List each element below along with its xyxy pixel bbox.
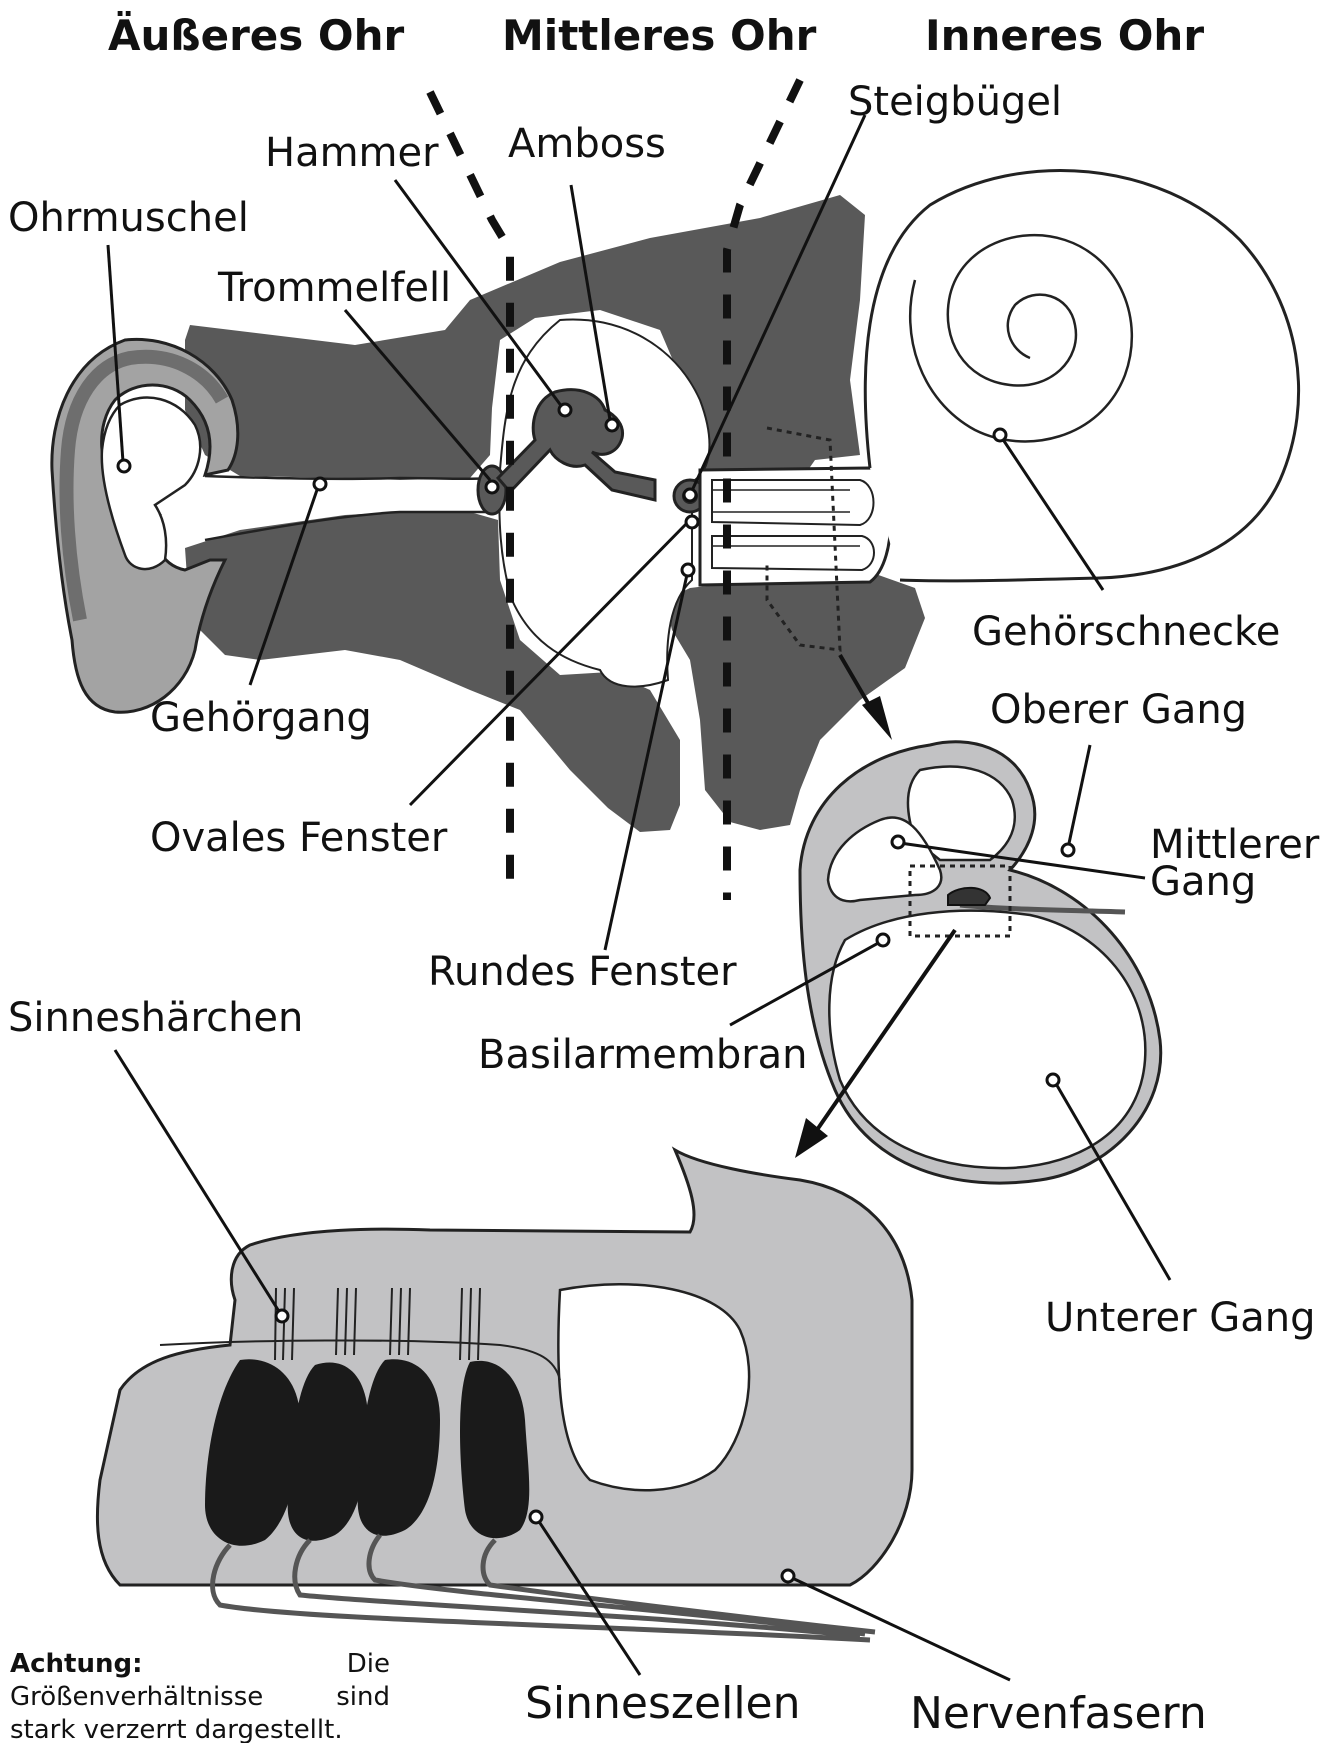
label-nervenfasern: Nervenfasern	[910, 1692, 1207, 1736]
point-gehoergang	[314, 478, 326, 490]
point-nervenfasern	[782, 1570, 794, 1582]
label-trommelfell: Trommelfell	[218, 268, 451, 308]
leader-sinneshaerchen	[115, 1050, 280, 1313]
label-sinneshaerchen: Sinneshärchen	[8, 998, 303, 1038]
label-mittlerer-gang-2: Gang	[1150, 862, 1256, 902]
point-steigbuegel	[684, 489, 696, 501]
label-sinneszellen: Sinneszellen	[525, 1682, 801, 1726]
point-gehoerschnecke	[994, 429, 1006, 441]
label-hammer: Hammer	[265, 133, 439, 173]
point-sinneshaerchen	[276, 1310, 288, 1322]
point-mittlerer-gang	[892, 836, 904, 848]
cochlea-spiral-outer	[865, 170, 1298, 580]
label-ovales-fenster: Ovales Fenster	[150, 818, 447, 858]
label-basilarmembran: Basilarmembran	[478, 1035, 808, 1075]
header-inner-ear: Inneres Ohr	[925, 15, 1204, 57]
note-bold: Achtung:	[10, 1649, 143, 1679]
organ-of-corti-mini	[948, 888, 990, 905]
lower-duct	[829, 911, 1145, 1168]
label-rundes-fenster: Rundes Fenster	[428, 952, 737, 992]
point-sinneszellen	[530, 1511, 542, 1523]
label-steigbuegel: Steigbügel	[848, 82, 1062, 122]
point-ovales-fenster	[686, 516, 698, 528]
leader-oberer-gang	[1068, 745, 1090, 848]
point-oberer-gang	[1062, 844, 1074, 856]
label-amboss: Amboss	[508, 124, 666, 164]
point-amboss	[606, 419, 618, 431]
label-oberer-gang: Oberer Gang	[990, 690, 1247, 730]
label-gehoergang: Gehörgang	[150, 698, 372, 738]
size-warning-note: Achtung: Die Größenverhältnisse sind sta…	[10, 1648, 390, 1743]
label-ohrmuschel: Ohrmuschel	[8, 198, 249, 238]
point-trommelfell	[486, 481, 498, 493]
label-unterer-gang: Unterer Gang	[1045, 1298, 1316, 1338]
point-unterer-gang	[1047, 1074, 1059, 1086]
point-rundes-fenster	[682, 564, 694, 576]
point-ohrmuschel	[118, 460, 130, 472]
header-outer-ear: Äußeres Ohr	[108, 15, 404, 57]
tunnel	[558, 1284, 749, 1490]
header-middle-ear: Mittleres Ohr	[502, 15, 816, 57]
point-basilarmembran	[877, 934, 889, 946]
point-hammer	[559, 404, 571, 416]
label-gehoerschnecke: Gehörschnecke	[972, 612, 1280, 652]
